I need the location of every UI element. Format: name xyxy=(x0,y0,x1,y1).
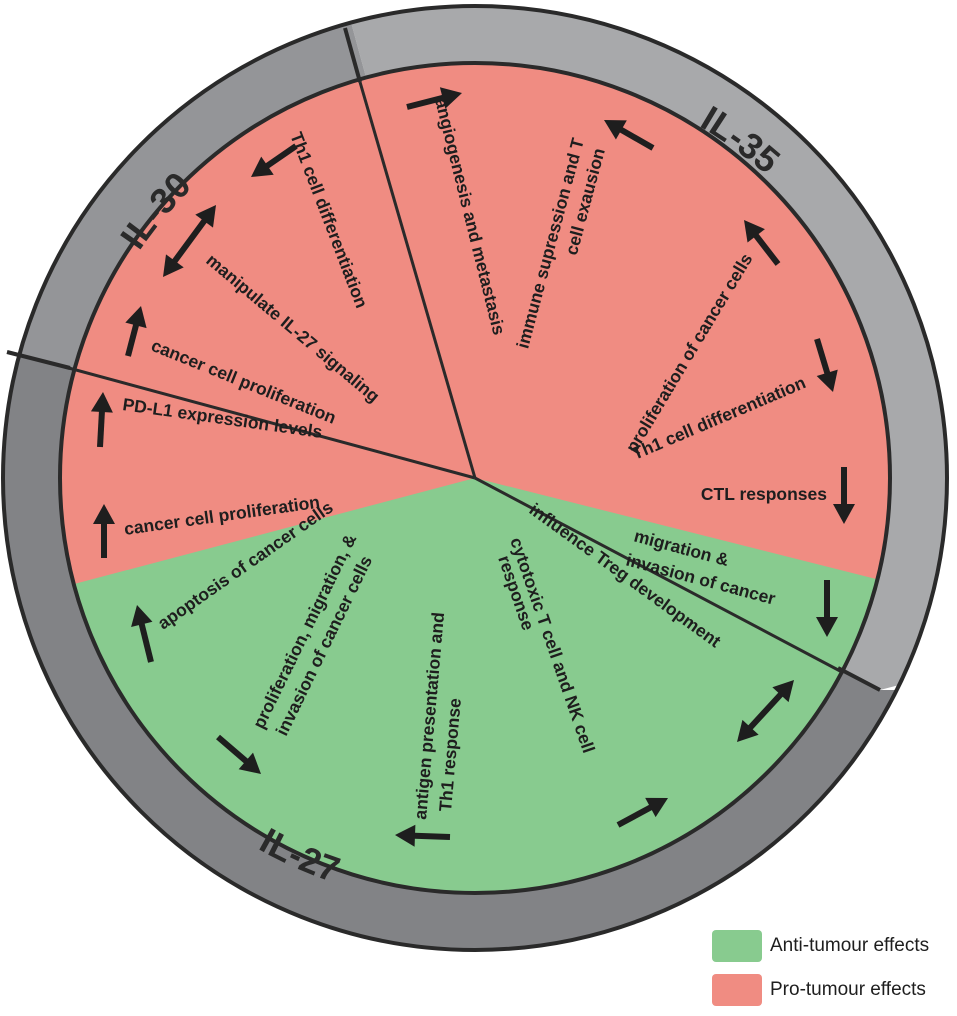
legend-label-anti-tumour: Anti-tumour effects xyxy=(770,935,930,956)
arrow-head xyxy=(744,220,765,243)
arrow-shaft xyxy=(814,338,832,378)
arrow-head xyxy=(93,504,115,524)
legend-swatch-anti-tumour xyxy=(712,930,762,962)
arrow-head xyxy=(816,617,838,637)
arrow-shaft xyxy=(137,619,154,663)
arrow-down-icon xyxy=(251,143,298,177)
arrow-shaft xyxy=(262,143,298,171)
outer-circle-outline xyxy=(1,4,949,952)
effect-label: CTL responses xyxy=(701,484,827,504)
arrow-down-icon xyxy=(816,580,838,637)
arrow-up-icon xyxy=(125,306,147,357)
arrow-head xyxy=(131,605,153,628)
arrow-up-icon xyxy=(616,797,668,828)
ring-divider-il35-il27 xyxy=(837,666,881,692)
divider-il35-il27 xyxy=(474,476,843,674)
arrow-head xyxy=(816,369,838,392)
arrow-down-icon xyxy=(833,467,855,524)
arrow-shaft xyxy=(751,230,781,266)
effect-arrows xyxy=(90,87,855,847)
arrow-shaft xyxy=(170,216,209,266)
arrow-head xyxy=(251,156,274,177)
arrow-head xyxy=(645,797,668,818)
arrow-shaft xyxy=(125,320,140,357)
arrow-up-icon xyxy=(90,392,113,448)
arrow-head xyxy=(125,306,147,329)
arrow-both-icon xyxy=(163,205,216,277)
arrow-up-icon xyxy=(406,87,462,110)
arrow-head xyxy=(238,752,261,774)
legend-label-pro-tumour: Pro-tumour effects xyxy=(770,979,926,1000)
arrow-up-icon xyxy=(93,504,115,558)
arrow-head xyxy=(395,824,416,847)
ring-divider-il30-il35 xyxy=(343,27,362,83)
arrow-up-icon xyxy=(395,824,451,847)
inner-circle-outline xyxy=(58,61,892,895)
arrow-down-icon xyxy=(216,734,261,774)
arrow-head xyxy=(163,254,184,277)
divider-il30-il27 xyxy=(64,365,476,480)
legend-swatch-pro-tumour xyxy=(712,974,762,1006)
arrow-shaft xyxy=(616,802,656,828)
arrow-shaft xyxy=(616,125,655,151)
arrow-shaft xyxy=(406,94,448,110)
divider-il30-il35 xyxy=(358,81,477,479)
legend-item-anti-tumour: Anti-tumour effects xyxy=(712,928,957,964)
arrow-head xyxy=(195,205,216,228)
arrow-head xyxy=(737,719,759,742)
arrow-head xyxy=(833,504,855,524)
legend: Anti-tumour effects Pro-tumour effects xyxy=(712,928,957,1016)
arrow-up-icon xyxy=(604,120,655,151)
legend-item-pro-tumour: Pro-tumour effects xyxy=(712,972,957,1008)
arrow-head xyxy=(604,120,627,140)
arrow-shaft xyxy=(216,734,251,766)
arrow-shaft xyxy=(745,689,786,733)
arrow-shaft xyxy=(97,407,106,448)
ring-divider-il27-il30 xyxy=(6,350,71,370)
outlines xyxy=(1,4,949,952)
arrow-shaft xyxy=(410,832,451,840)
arrow-up-icon xyxy=(131,605,154,663)
arrow-head xyxy=(772,680,794,703)
arrow-up-icon xyxy=(744,220,781,266)
arrow-head xyxy=(439,87,462,109)
arrow-head xyxy=(90,392,113,413)
arrow-both-icon xyxy=(737,680,794,742)
arrow-down-icon xyxy=(814,338,838,392)
